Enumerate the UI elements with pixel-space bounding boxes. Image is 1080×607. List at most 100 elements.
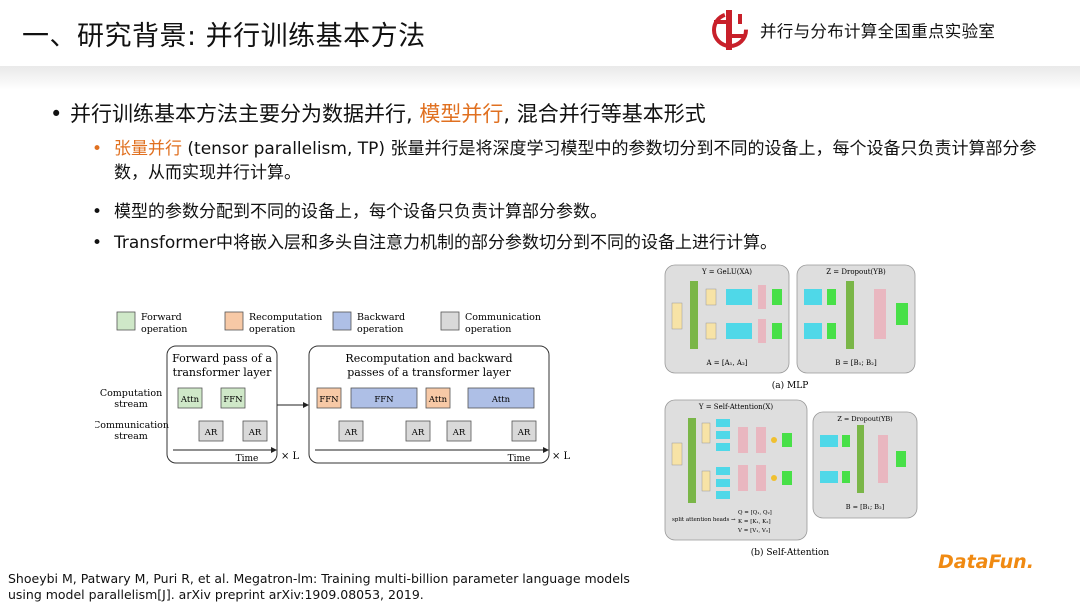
mlp-header-y: Y = GeLU(XA) [701,268,752,276]
attn-y2b2 [820,471,838,483]
lab-logo-icon [712,10,748,50]
time-label-backward: Time [508,454,531,464]
attn-left-panel [664,399,808,541]
block-ffn-backward [350,387,418,409]
legend-backward-label-2: operation [357,324,403,335]
attn-split-label: split attention heads → [672,517,736,523]
datafun-logo: DataFun. [938,551,1034,573]
lab-name: 并行与分布计算全国重点实验室 [760,22,996,41]
mlp-x-top [705,288,717,306]
block-ffn-forward [220,387,246,409]
mlp-f-bar [690,281,698,349]
attn-y1 [782,433,792,447]
row-label-computation: Computation [100,388,162,399]
block-ffn-recompute-label: FFN [319,395,339,405]
main-bullet-prefix: 并行训练基本方法主要分为数据并行, [70,102,420,126]
sub-bullet-transformer: • Transformer中将嵌入层和多头自注意力机制的部分参数切分到不同的设备… [92,231,777,255]
mlp-header-z: Z = Dropout(YB) [826,268,886,276]
slide-title: 一、研究背景: 并行训练基本方法 [22,21,426,52]
mlp-gelu-top [758,285,766,309]
attn-k2 [716,467,730,475]
attn-z1 [842,435,850,447]
attn-softmax-bottom [738,465,748,491]
attn-dropout-top [756,427,766,453]
sub-bullet-text: Transformer中将嵌入层和多头自注意力机制的部分参数切分到不同的设备上进… [114,233,778,253]
attn-eq-b: B = [B₁; B₂] [846,503,884,511]
mlp-left-panel [664,264,790,374]
bullet-dot: • [92,139,103,159]
mlp-gelu-bottom [758,319,766,343]
mlp-x-bottom [705,322,717,340]
block-ffn-backward-label: FFN [374,395,394,405]
block-ffn-forward-label: FFN [223,395,243,405]
attn-f-bar [688,418,696,503]
row-label-communication: Communication [95,420,169,431]
attn-split-eq-k: K = [K₁, K₂] [738,519,771,525]
mlp-z1 [827,289,836,305]
mlp-eq-a: A = [A₁, A₂] [705,359,747,367]
attn-q2 [716,479,730,487]
time-label-forward: Time [236,454,259,464]
time-arrow-icon [543,447,549,453]
forward-box-title: Forward pass of a [172,352,272,365]
block-ar-backward-1 [338,420,364,442]
attn-v1 [716,419,730,427]
attn-input-x [671,442,683,466]
block-attn-forward-label: Attn [180,395,200,405]
block-ar-label: AR [248,428,262,438]
title-divider [0,66,1080,90]
attn-dropout [878,435,888,483]
legend-communication-swatch [440,311,460,331]
block-ar-forward-2 [242,420,268,442]
times-l-forward: × L [281,451,300,462]
block-ar-label: AR [452,428,466,438]
legend-backward-swatch [332,311,352,331]
legend-recomputation-swatch [224,311,244,331]
legend-communication-label: Communication [465,312,541,323]
megatron-partition-figure: Y = GeLU(XA) Z = Dropout(YB) A = [A₁, A₂… [664,264,918,558]
legend-forward-label-2: operation [141,324,187,335]
sub-bullet-highlight: 张量并行 [114,139,182,159]
mlp-output-z [896,303,908,325]
attn-y1b1 [820,435,838,447]
attn-header-y: Y = Self-Attention(X) [698,403,774,411]
reference-citation: Shoeybi M, Patwary M, Puri R, et al. Meg… [8,571,630,603]
row-label-communication-2: stream [114,431,148,442]
legend-backward-label: Backward [357,312,405,323]
attn-v2 [716,491,730,499]
mlp-dropout [874,289,886,339]
sub-bullet-params: • 模型的参数分配到不同的设备上，每个设备只负责计算部分参数。 [92,200,607,224]
attn-matmul-bottom-icon [771,475,777,481]
main-bullet-highlight: 模型并行 [419,102,504,126]
block-ar-label: AR [411,428,425,438]
mlp-input-x [671,302,683,330]
block-ar-label: AR [204,428,218,438]
attn-x-top [701,422,711,444]
citation-line-1: Shoeybi M, Patwary M, Puri R, et al. Meg… [8,571,630,586]
attn-softmax-top [738,427,748,453]
connector-arrow-icon [303,402,309,408]
block-ar-backward-3 [446,420,472,442]
attn-output-z [896,451,906,467]
attn-z2 [842,471,850,483]
block-ar-backward-4 [511,420,537,442]
block-ar-label: AR [344,428,358,438]
bullet-dot: • [92,233,103,253]
legend-recomputation-label: Recomputation [249,312,322,323]
legend-forward-label: Forward [141,312,182,323]
block-attn-backward-label: Attn [491,395,511,405]
attn-q1 [716,431,730,439]
mlp-y2 [772,323,782,339]
recomputation-diagram: Forward operation Recomputation operatio… [95,311,571,464]
attn-k1 [716,443,730,451]
attn-x-bottom [701,470,711,492]
mlp-xa1 [726,289,752,305]
attn-caption: (b) Self-Attention [751,547,830,558]
attn-right-panel [812,411,918,519]
mlp-z2 [827,323,836,339]
mlp-caption: (a) MLP [772,380,809,391]
legend-forward-swatch [116,311,136,331]
backward-box-title: Recomputation and backward [345,352,512,365]
block-attn-recompute [425,387,451,409]
block-attn-backward [467,387,535,409]
